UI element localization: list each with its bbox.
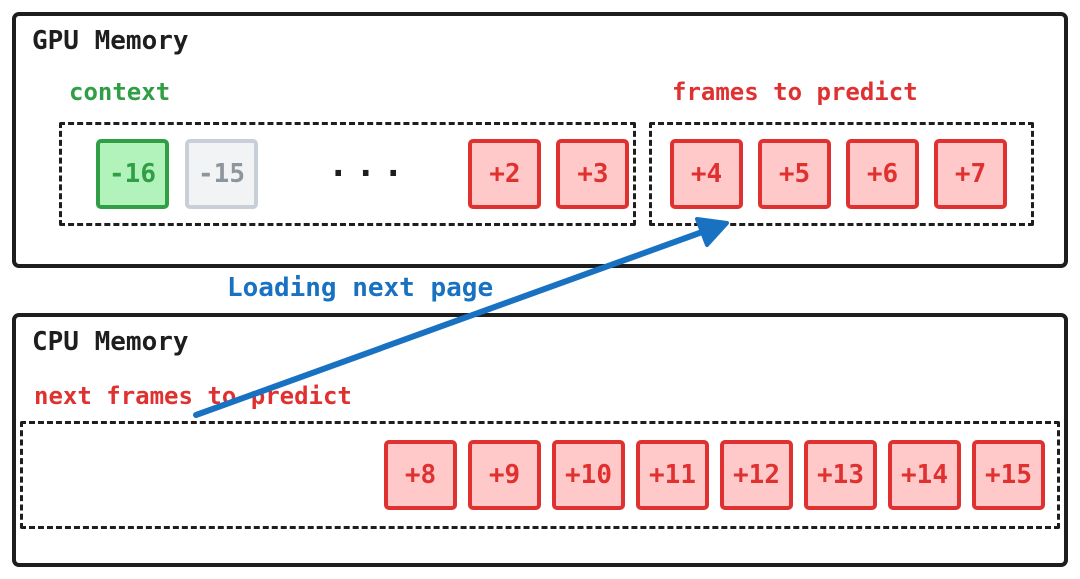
frame-box: +15 [972,440,1045,510]
frame-label: +5 [778,159,811,189]
frame-label: -16 [109,159,156,189]
frame-label: +6 [866,159,899,189]
frame-box: +4 [670,139,743,209]
context-tail-frames: +2 +3 [468,139,630,209]
frame-box: +14 [888,440,961,510]
cpu-memory-box: CPU Memory next frames to predict +8 +9 … [12,313,1068,567]
frame-box: +3 [556,139,630,209]
frame-box: +7 [934,139,1007,209]
frame-box: +11 [636,440,709,510]
frame-box: +12 [720,440,793,510]
loading-next-page-label: Loading next page [227,273,494,303]
frame-label: +4 [690,159,723,189]
frame-label: +13 [817,460,864,490]
frame-label: +3 [577,159,609,189]
next-frames-to-predict-label: next frames to predict [34,382,352,410]
frame-label: +2 [489,159,521,189]
frames-to-predict-label: frames to predict [672,78,918,106]
context-label: context [69,78,171,106]
context-head-frames: -16 -15 [96,139,258,209]
frame-label: +15 [985,460,1032,490]
frame-box: +13 [804,440,877,510]
cpu-memory-title: CPU Memory [32,327,189,357]
frame-label: -15 [198,159,245,189]
frame-box: +9 [468,440,541,510]
frame-box: +5 [758,139,831,209]
frame-label: +10 [565,460,612,490]
frame-box: +6 [846,139,919,209]
frames-to-predict-dashed-box: +4 +5 +6 +7 [649,122,1034,226]
frame-label: +12 [733,460,780,490]
frame-box: +2 [468,139,542,209]
next-frames-dashed-box: +8 +9 +10 +11 +12 +13 [20,421,1060,529]
frame-label: +7 [954,159,987,189]
frame-box: -16 [96,139,169,209]
frame-box: -15 [185,139,258,209]
ellipsis: ... [328,145,411,185]
frame-label: +8 [404,460,437,490]
context-dashed-box: -16 -15 ... +2 +3 [59,122,636,226]
frame-label: +11 [649,460,696,490]
frame-box: +8 [384,440,457,510]
gpu-memory-title: GPU Memory [32,26,189,56]
frame-label: +9 [488,460,521,490]
gpu-memory-box: GPU Memory context -16 -15 ... [12,12,1068,268]
frame-label: +14 [901,460,948,490]
frame-box: +10 [552,440,625,510]
